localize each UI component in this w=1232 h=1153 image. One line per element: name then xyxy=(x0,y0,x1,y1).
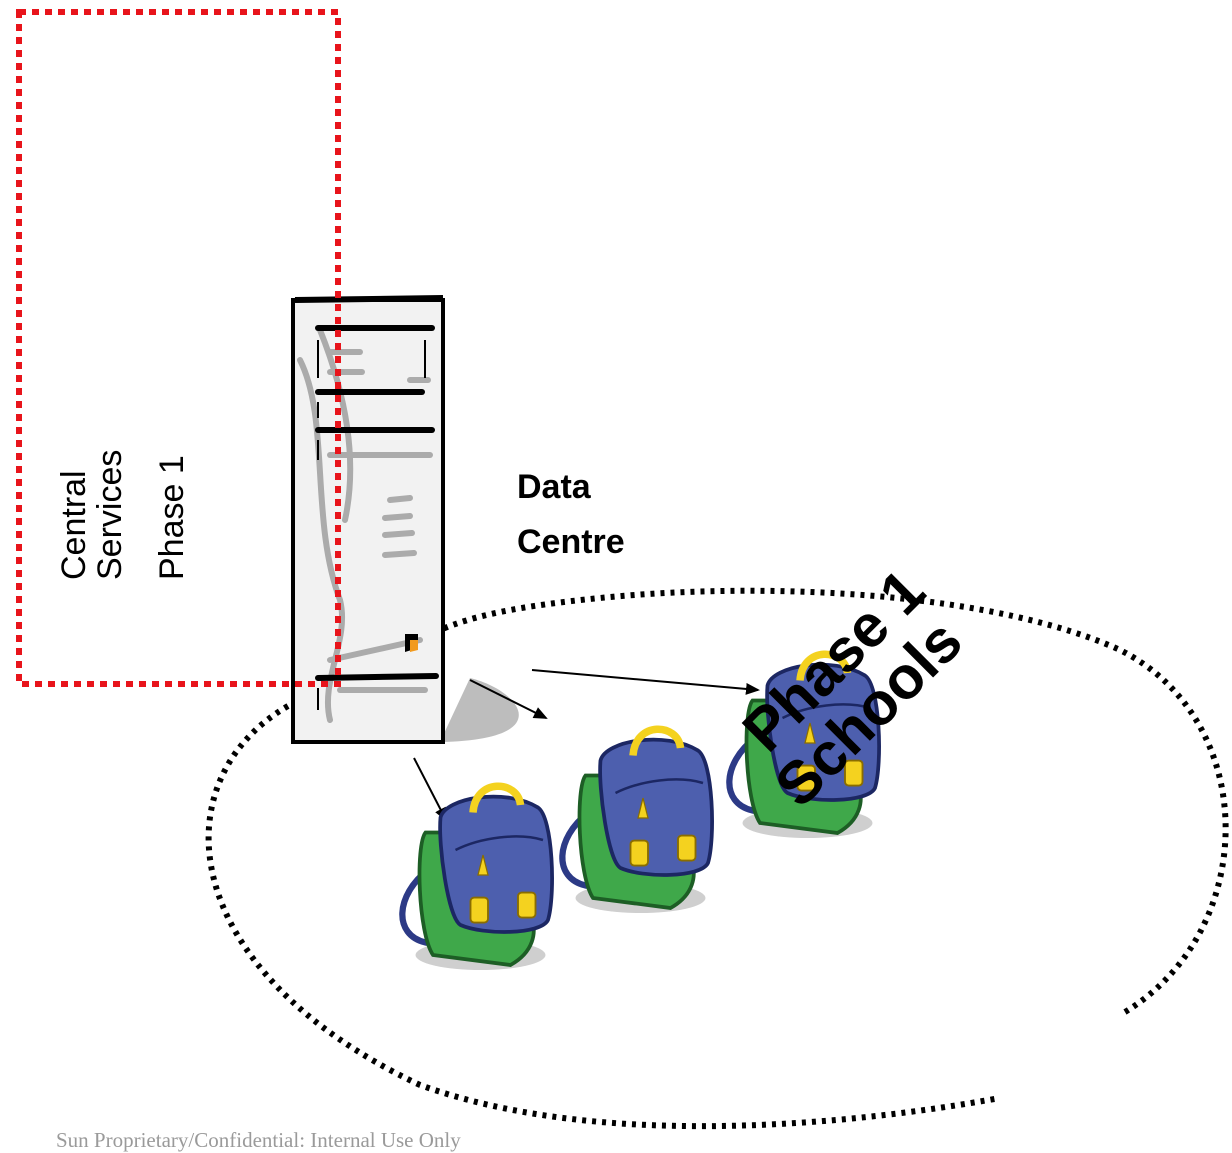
arrow-to-school-1 xyxy=(413,757,447,822)
confidentiality-footer: Sun Proprietary/Confidential: Internal U… xyxy=(56,1128,461,1152)
central-services-line2: Services xyxy=(91,450,129,580)
central-services-boundary xyxy=(16,9,341,687)
data-centre-line1: Data xyxy=(517,468,592,506)
arrow-to-school-2 xyxy=(469,679,548,719)
central-services-line1: Central xyxy=(55,470,93,580)
schools-boundary xyxy=(205,587,1229,1130)
central-services-line3: Phase 1 xyxy=(153,455,191,580)
central-services-label: Central Services Phase 1 xyxy=(55,450,191,580)
backpack-icon xyxy=(562,729,712,913)
arrow-to-school-3 xyxy=(531,669,760,695)
backpack-icon xyxy=(402,786,552,970)
server-tower-icon xyxy=(291,295,519,744)
data-centre-line2: Centre xyxy=(517,523,625,561)
